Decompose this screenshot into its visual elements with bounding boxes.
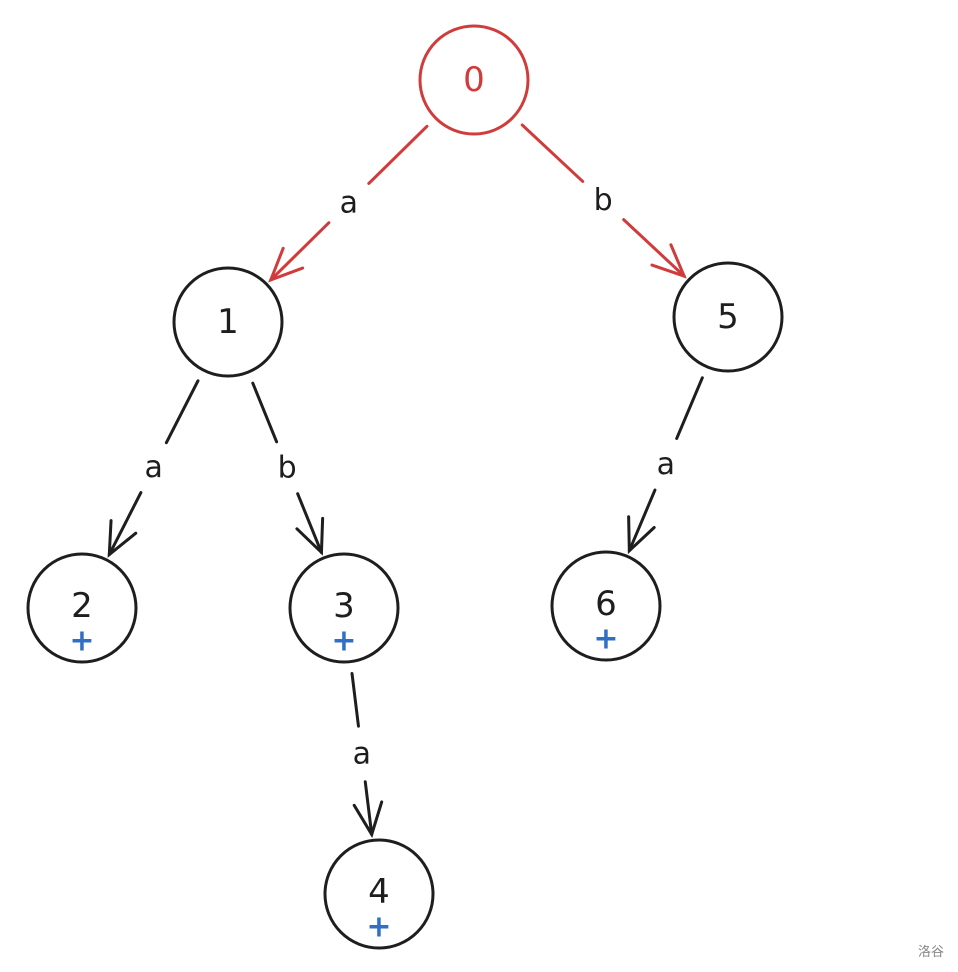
node-5: 5 [672, 261, 784, 373]
node-circle [26, 552, 138, 664]
edge-line [296, 492, 323, 554]
watermark: 洛谷 [917, 945, 944, 960]
arrowhead-icon [352, 800, 384, 839]
node-4: 4+ [323, 838, 435, 950]
edge-label: b [594, 183, 613, 218]
edge-line [520, 123, 585, 183]
node-circle [288, 552, 400, 664]
arrowhead-icon [107, 519, 138, 558]
arrowhead-icon [268, 246, 305, 283]
edge-5-6: a [627, 376, 704, 555]
edge-label: a [353, 736, 371, 771]
node-label: 2 [71, 586, 93, 626]
edge-1-2: a [107, 379, 200, 558]
edge-label: a [657, 447, 675, 482]
edge-label: b [278, 450, 297, 485]
arrowhead-icon [650, 243, 687, 279]
node-label: 6 [595, 584, 617, 624]
edge-line [627, 488, 657, 553]
edge-line [675, 376, 704, 440]
arrowhead-icon [295, 516, 325, 556]
edge-label: a [340, 186, 358, 221]
end-of-word-marker: + [593, 622, 618, 657]
edge-line [269, 221, 331, 282]
node-label: 4 [368, 872, 390, 912]
edge-line [367, 124, 429, 185]
edge-0-1: a [268, 124, 429, 283]
node-label: 3 [333, 586, 355, 626]
node-circle [323, 838, 435, 950]
node-label: 1 [217, 302, 239, 342]
node-1: 1 [172, 266, 284, 378]
node-6: 6+ [550, 550, 662, 662]
node-circle [172, 266, 284, 378]
edge-line [251, 381, 279, 444]
end-of-word-marker: + [366, 910, 391, 945]
edge-line [350, 672, 360, 728]
node-2: 2+ [26, 552, 138, 664]
edge-3-4: a [350, 672, 384, 839]
node-circle [672, 261, 784, 373]
edge-line [164, 379, 200, 445]
node-circle [550, 550, 662, 662]
arrowhead-icon [627, 515, 656, 555]
end-of-word-marker: + [69, 624, 94, 659]
edge-1-3: b [251, 381, 325, 556]
node-label: 5 [717, 297, 739, 337]
node-circle [418, 24, 530, 136]
edge-line [622, 218, 686, 278]
edge-line [363, 780, 374, 836]
node-label: 0 [463, 60, 485, 100]
node-0: 0 [418, 24, 530, 136]
edge-0-5: b [520, 123, 687, 279]
node-3: 3+ [288, 552, 400, 664]
end-of-word-marker: + [331, 624, 356, 659]
edge-line [107, 491, 143, 557]
edge-label: a [144, 450, 162, 485]
